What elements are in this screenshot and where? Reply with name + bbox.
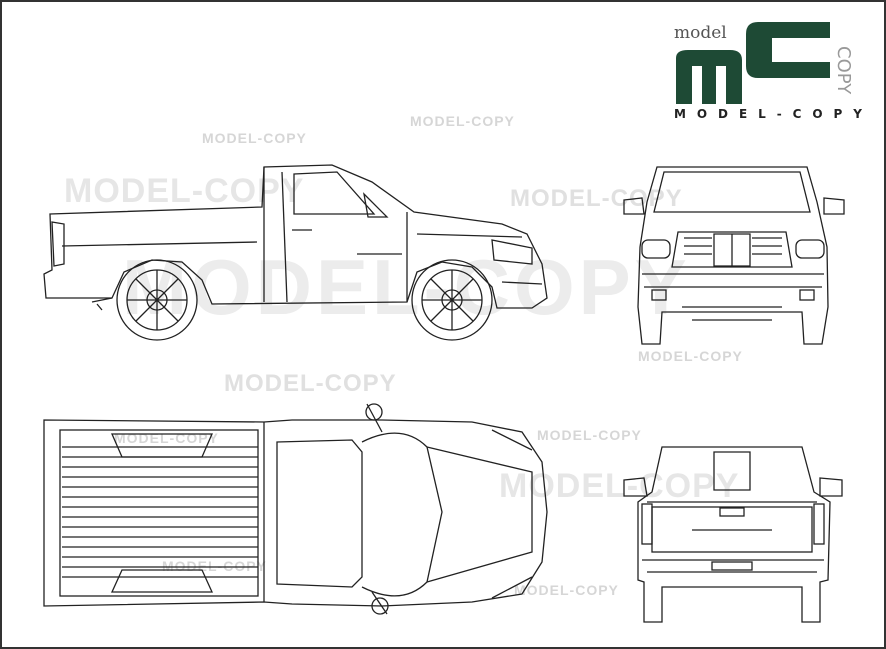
watermark-large: MODEL-COPY <box>122 243 691 331</box>
model-copy-logo: model COPY MODEL-COPY <box>670 16 870 122</box>
watermark: MODEL-COPY <box>499 467 740 505</box>
watermark: MODEL-COPY <box>638 348 743 364</box>
front-view <box>623 166 845 345</box>
svg-text:model: model <box>674 23 727 43</box>
side-view <box>43 164 548 341</box>
logo-mark: model COPY MODEL-COPY <box>674 22 862 121</box>
watermark: MODEL-COPY <box>224 370 397 397</box>
watermark: MODEL-COPY <box>510 185 683 212</box>
watermark: MODEL-COPY <box>514 582 619 598</box>
watermark: MODEL-COPY <box>202 130 307 146</box>
svg-text:COPY: COPY <box>833 46 854 95</box>
rear-view <box>623 446 843 623</box>
watermark: MODEL-COPY <box>410 113 515 129</box>
watermark: MODEL-COPY <box>537 427 642 443</box>
top-view <box>43 403 548 615</box>
svg-text:MODEL-COPY: MODEL-COPY <box>674 107 862 121</box>
